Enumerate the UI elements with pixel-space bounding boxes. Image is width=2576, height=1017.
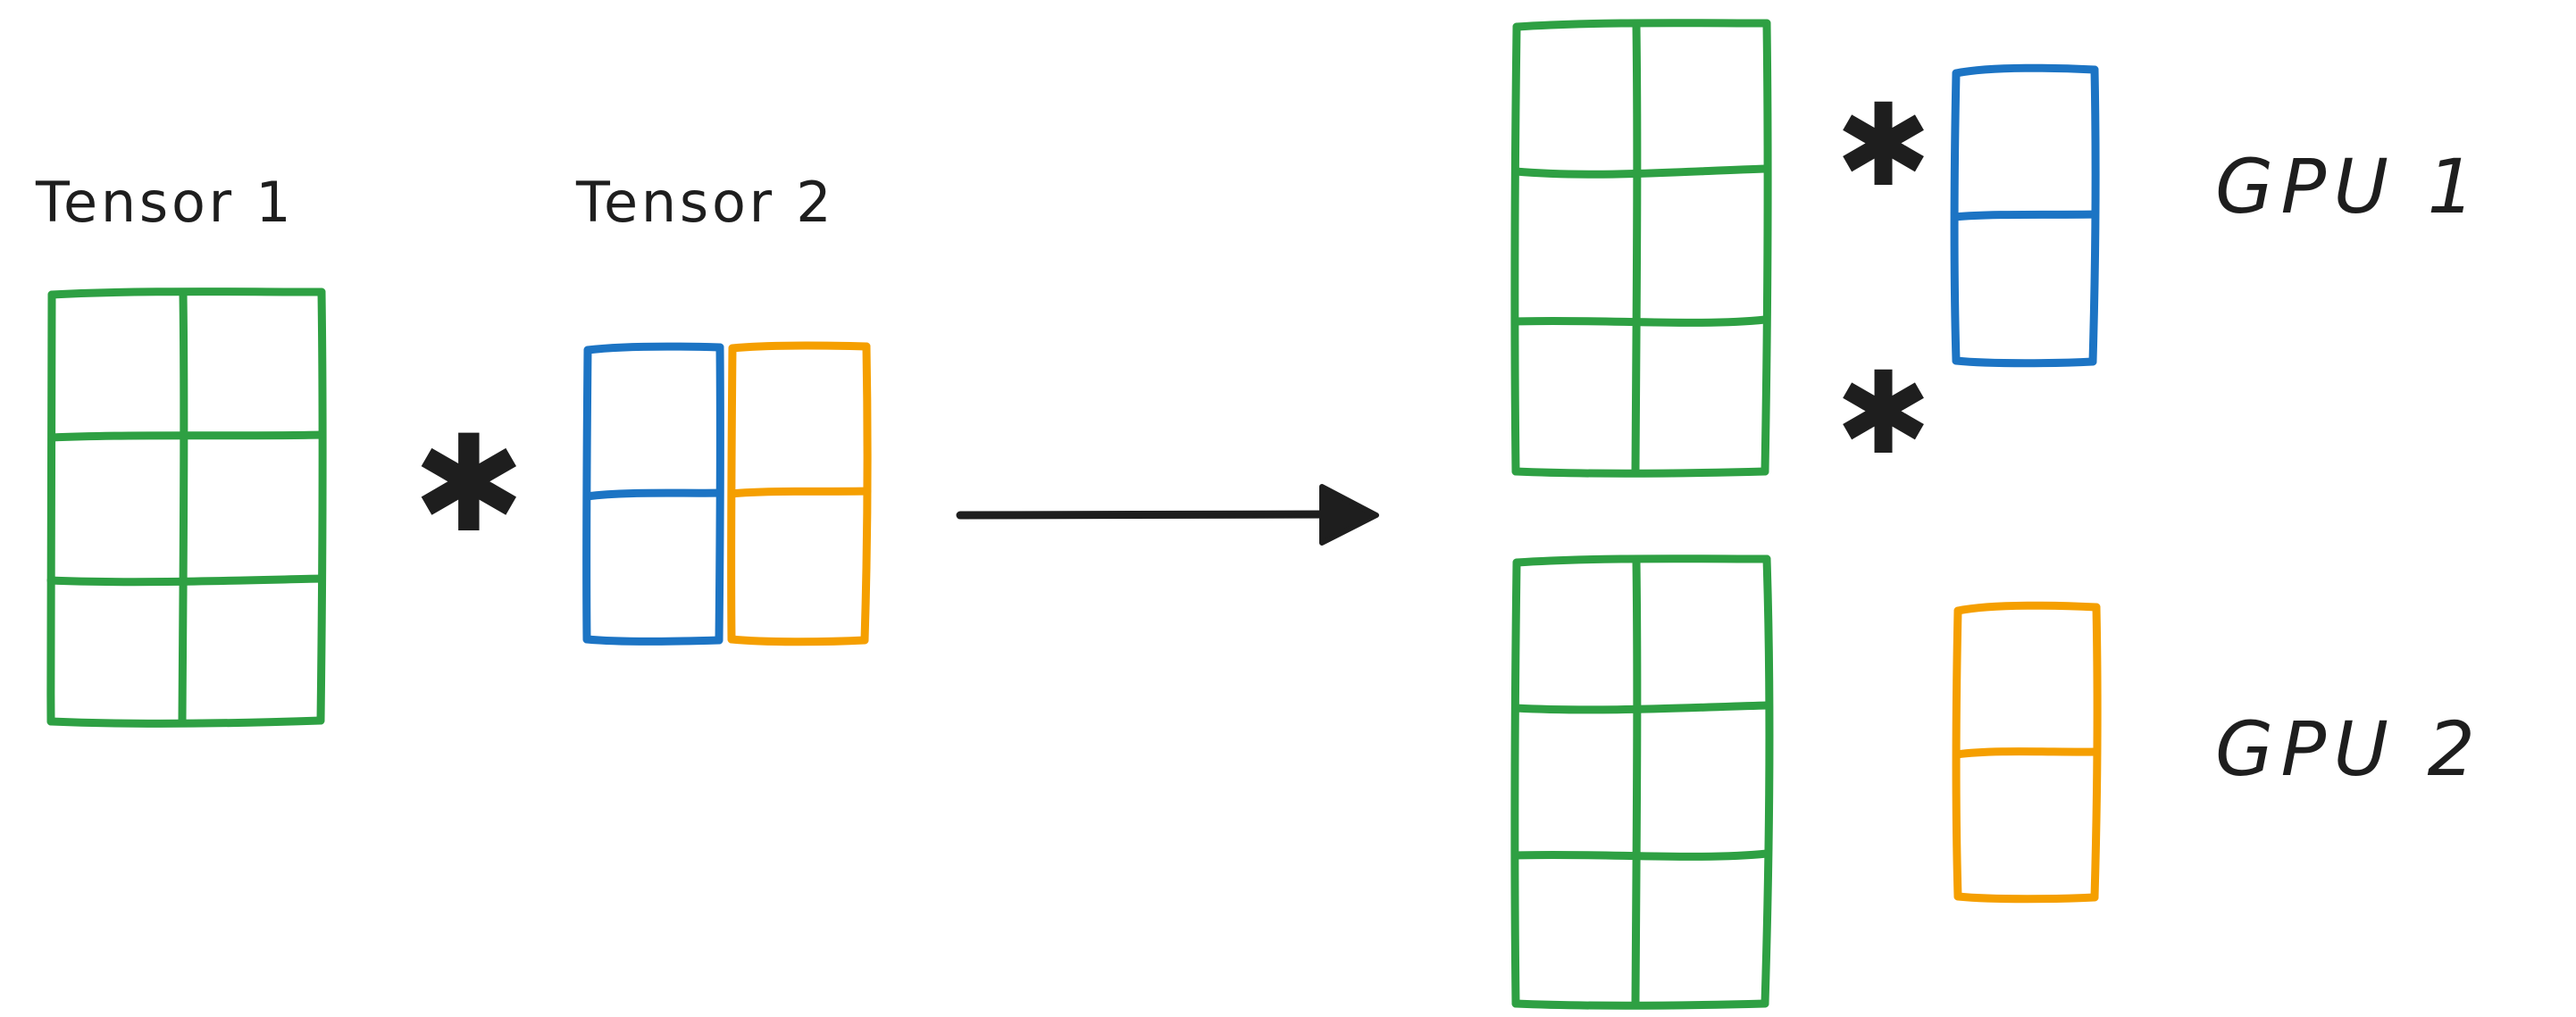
tensor-1-outline [46, 716, 325, 728]
multiply-asterisk-icon: ✱ [1836, 79, 1932, 213]
tensor-2-orange-outline [728, 341, 871, 353]
tensor-1-label: Tensor 1 [36, 170, 295, 235]
gpu2-orange-outline [1953, 892, 2099, 904]
gpu1-blue-outline [1952, 356, 2097, 368]
multiply-asterisk-icon: ✱ [1836, 347, 1932, 480]
gpu2-green-outline [1512, 554, 1771, 567]
tensor-1-outline [316, 288, 327, 725]
gpu1-green-outline [1512, 19, 1771, 31]
right-arrow-shaft [956, 510, 1335, 520]
tensor-2-orange-outline [727, 635, 869, 646]
gpu2-green-row-divider [1511, 849, 1771, 861]
tensor-1-row-divider [46, 574, 325, 587]
tensor-1-col-divider [178, 289, 188, 726]
right-arrow [956, 484, 1379, 546]
tensor-2-blue-outline [583, 342, 724, 354]
gpu2-orange-column [1952, 601, 2102, 904]
tensor-2-blue-outline [715, 343, 724, 645]
tensor-2-orange-row-divider [727, 487, 872, 498]
gpu1-blue-column [1950, 63, 2100, 368]
gpu1-green-row-divider [1511, 164, 1771, 179]
tensor-1-outline [46, 290, 56, 726]
gpu1-blue-row-divider [1951, 210, 2099, 221]
gpu2-green-outline [1761, 554, 1774, 1008]
gpu2-orange-outline [1953, 601, 2101, 615]
right-arrow-head [1319, 484, 1379, 546]
tensor-2-orange-column [727, 341, 872, 646]
tensor-2-label: Tensor 2 [576, 170, 835, 235]
tensor-1-row-divider [47, 430, 326, 442]
multiply-asterisk-icon: ✱ [413, 407, 525, 563]
gpu2-green-row-divider [1511, 701, 1772, 714]
gpu1-green-outline [1511, 467, 1769, 478]
gpu-1-label: GPU 1 [2215, 143, 2483, 230]
gpu1-green-outline [1510, 22, 1521, 476]
gpu2-green-outline [1510, 558, 1521, 1008]
gpu1-green-outline [1761, 19, 1772, 476]
tensor-1-outline [47, 288, 326, 299]
tensor-2-blue-outline [582, 635, 723, 646]
gpu1-green-matrix [1510, 19, 1772, 478]
gpu1-green-col-divider [1631, 21, 1642, 476]
tensor-1-matrix [46, 288, 327, 728]
gpu2-green-matrix [1510, 554, 1774, 1010]
gpu1-blue-outline [1952, 63, 2099, 78]
gpu1-green-row-divider [1511, 315, 1769, 327]
tensor-2-orange-outline [860, 342, 872, 645]
gpu2-orange-row-divider [1953, 747, 2101, 759]
tensor-2-blue-row-divider [582, 488, 724, 501]
gpu2-green-outline [1511, 999, 1769, 1010]
gpu2-green-col-divider [1631, 557, 1642, 1008]
gpu-2-label: GPU 2 [2215, 705, 2483, 793]
tensor-2-blue-column [582, 342, 724, 646]
